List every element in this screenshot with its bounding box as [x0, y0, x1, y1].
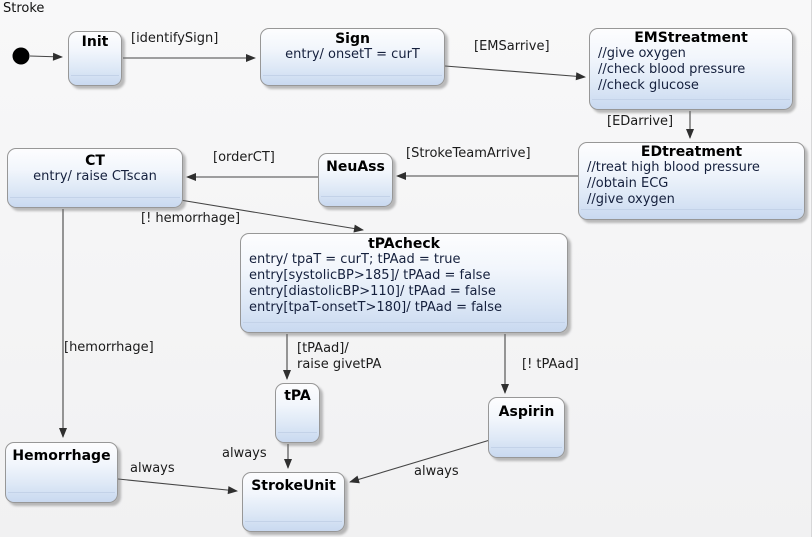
- state-comment: //check glucose: [598, 78, 699, 93]
- state-title: EMStreatment: [634, 30, 748, 46]
- transition-arrow-hemorrhage-strokeunit[interactable]: [117, 478, 238, 495]
- state-comment: //check blood pressure: [598, 62, 746, 77]
- state-sign[interactable]: Sign entry/ onsetT = curT: [260, 28, 445, 86]
- state-title: Sign: [335, 31, 370, 47]
- transition-label-orderct[interactable]: [orderCT]: [213, 150, 275, 165]
- state-footer-divider: [10, 197, 180, 198]
- state-hemorrhage[interactable]: Hemorrhage: [5, 442, 118, 503]
- transition-label-not-hemorrhage[interactable]: [! hemorrhage]: [141, 211, 241, 226]
- transition-label-always-aspirin[interactable]: always: [414, 464, 459, 479]
- state-footer-divider: [321, 196, 390, 197]
- state-footer-divider: [243, 322, 565, 323]
- state-title: Init: [81, 34, 109, 50]
- state-entry-action: entry/ tpaT = curT; tPAad = true: [249, 252, 461, 267]
- state-comment: //give oxygen: [587, 192, 675, 207]
- state-comment: //obtain ECG: [587, 176, 669, 191]
- state-tpacheck[interactable]: tPAcheck entry/ tpaT = curT; tPAad = tru…: [240, 233, 568, 333]
- state-entry-action: entry/ onsetT = curT: [285, 47, 420, 62]
- state-footer-divider: [278, 432, 317, 433]
- state-footer-divider: [592, 99, 790, 100]
- transition-label-hemorrhage[interactable]: [hemorrhage]: [64, 340, 154, 355]
- state-footer-divider: [263, 75, 442, 76]
- state-tpa[interactable]: tPA: [275, 383, 320, 443]
- transition-label-edarrive[interactable]: [EDarrive]: [607, 114, 674, 129]
- state-neuass[interactable]: NeuAss: [318, 153, 393, 207]
- state-title: CT: [85, 153, 105, 169]
- diagram-region-label: Stroke: [3, 1, 45, 16]
- state-entry-action: entry[diastolicBP>110]/ tPAad = false: [249, 284, 496, 299]
- transition-label-stroketeamarrive[interactable]: [StrokeTeamArrive]: [406, 146, 531, 161]
- transition-label-tpaad[interactable]: [tPAad]/ raise givetPA: [297, 341, 381, 373]
- state-entry-action: entry[tpaT-onsetT>180]/ tPAad = false: [249, 300, 503, 315]
- state-entry-action: entry[systolicBP>185]/ tPAad = false: [249, 268, 491, 283]
- state-title: StrokeUnit: [251, 478, 336, 494]
- state-strokeunit[interactable]: StrokeUnit: [242, 472, 345, 532]
- state-comment: //give oxygen: [598, 46, 686, 61]
- initial-state-dot[interactable]: [12, 47, 30, 65]
- state-title: tPAcheck: [368, 236, 440, 252]
- transition-label-always-hemorrhage[interactable]: always: [130, 461, 175, 476]
- state-title: NeuAss: [326, 159, 385, 175]
- transition-label-tpaad-guard: [tPAad]/: [297, 341, 349, 356]
- state-footer-divider: [8, 492, 115, 493]
- state-emstreatment[interactable]: EMStreatment //give oxygen //check blood…: [589, 28, 793, 110]
- transition-arrow-sign-emstreatment[interactable]: [444, 65, 586, 81]
- transition-label-tpaad-action: raise givetPA: [297, 357, 382, 372]
- transition-label-always-tpa[interactable]: always: [222, 446, 267, 461]
- state-title: EDtreatment: [640, 144, 743, 160]
- state-aspirin[interactable]: Aspirin: [488, 397, 565, 458]
- transition-label-not-tpaad[interactable]: [! tPAad]: [522, 357, 579, 372]
- transition-label-identifysign[interactable]: [identifySign]: [131, 31, 219, 46]
- transition-arrow-initial-init[interactable]: [29, 52, 63, 61]
- state-edtreatment[interactable]: EDtreatment //treat high blood pressure …: [578, 142, 805, 220]
- state-footer-divider: [71, 75, 119, 76]
- state-init[interactable]: Init: [68, 31, 122, 86]
- state-title: tPA: [284, 388, 311, 404]
- state-entry-action: entry/ raise CTscan: [33, 169, 157, 184]
- transition-label-emsarrive[interactable]: [EMSarrive]: [474, 39, 550, 54]
- state-title: Hemorrhage: [12, 448, 111, 464]
- state-comment: //treat high blood pressure: [587, 160, 760, 175]
- state-footer-divider: [581, 209, 802, 210]
- state-footer-divider: [245, 521, 342, 522]
- state-ct[interactable]: CT entry/ raise CTscan: [7, 148, 183, 208]
- state-footer-divider: [491, 447, 562, 448]
- state-title: Aspirin: [498, 404, 555, 420]
